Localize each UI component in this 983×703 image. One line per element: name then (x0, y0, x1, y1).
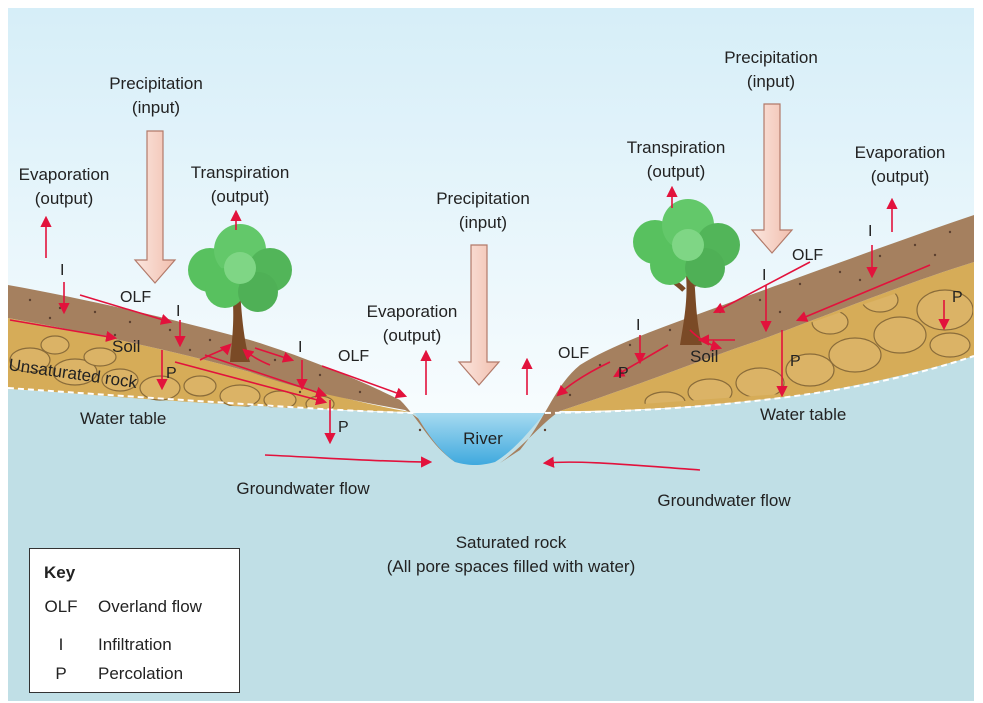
soil-left (8, 285, 470, 463)
rock-pebbles-left (9, 335, 335, 412)
key-meaning: Percolation (98, 664, 184, 683)
river-label: River (463, 429, 503, 448)
precipitation-label-left: Precipitation (109, 74, 203, 93)
water-table-label-left: Water table (80, 409, 166, 428)
evaporation-output-label-left: (output) (35, 189, 94, 208)
olf-label: OLF (120, 289, 151, 306)
transpiration-output-label-right: (output) (647, 162, 706, 181)
transpiration-label-left: Transpiration (191, 163, 290, 182)
precipitation-label-right: Precipitation (724, 48, 818, 67)
soil-label-left: Soil (112, 337, 140, 356)
precipitation-input-label-center: (input) (459, 213, 507, 232)
key-entry: P Percolation (30, 664, 239, 686)
soil-right (500, 215, 974, 463)
evaporation-label-center: Evaporation (367, 302, 458, 321)
infiltration-label: I (636, 317, 640, 334)
precipitation-arrow-center (457, 244, 501, 386)
olf-label: OLF (792, 247, 823, 264)
precipitation-arrow-right (750, 103, 794, 254)
water-table-line-left (7, 387, 416, 414)
percolation-label: P (166, 365, 177, 382)
key-abbreviation: OLF (44, 597, 78, 616)
evaporation-label-left: Evaporation (19, 165, 110, 184)
percolation-label: P (338, 419, 349, 436)
evaporation-output-label-right: (output) (871, 167, 930, 186)
percolation-label: P (618, 365, 629, 382)
key-title: Key (44, 563, 76, 582)
infiltration-label: I (298, 339, 302, 356)
groundwater-flow-label-left: Groundwater flow (236, 479, 370, 498)
evaporation-label-right: Evaporation (855, 143, 946, 162)
key-abbreviation: P (55, 664, 67, 683)
precipitation-label-center: Precipitation (436, 189, 530, 208)
infiltration-label: I (762, 267, 766, 284)
key-entry: OLF Overland flow (30, 597, 239, 619)
key-meaning: Infiltration (98, 635, 172, 654)
key-meaning: Overland flow (98, 597, 202, 616)
tree-right-icon (633, 199, 740, 345)
precipitation-input-label-left: (input) (132, 98, 180, 117)
flow-arrows (9, 185, 950, 471)
key-entry: I Infiltration (30, 635, 239, 657)
tree-left-icon (188, 224, 292, 362)
precipitation-input-label-right: (input) (747, 72, 795, 91)
transpiration-output-label-left: (output) (211, 187, 270, 206)
olf-label: OLF (338, 348, 369, 365)
saturated-rock-description: (All pore spaces filled with water) (387, 557, 635, 576)
unsaturated-rock-right (560, 262, 974, 411)
key-box: Key OLF Overland flow I Infiltration P P… (29, 548, 240, 693)
transpiration-label-right: Transpiration (627, 138, 726, 157)
percolation-label: P (790, 353, 801, 370)
soil-label-right: Soil (690, 347, 718, 366)
water-table-label-right: Water table (760, 405, 846, 424)
precipitation-arrow-left (133, 130, 177, 284)
water-table-line-right (544, 355, 975, 414)
saturated-rock-label: Saturated rock (456, 533, 567, 552)
percolation-label: P (952, 289, 963, 306)
infiltration-label: I (868, 223, 872, 240)
olf-label: OLF (558, 345, 589, 362)
infiltration-label: I (60, 262, 64, 279)
infiltration-label: I (176, 303, 180, 320)
river (415, 413, 545, 465)
groundwater-flow-label-right: Groundwater flow (657, 491, 791, 510)
key-abbreviation: I (58, 635, 64, 654)
evaporation-output-label-center: (output) (383, 326, 442, 345)
